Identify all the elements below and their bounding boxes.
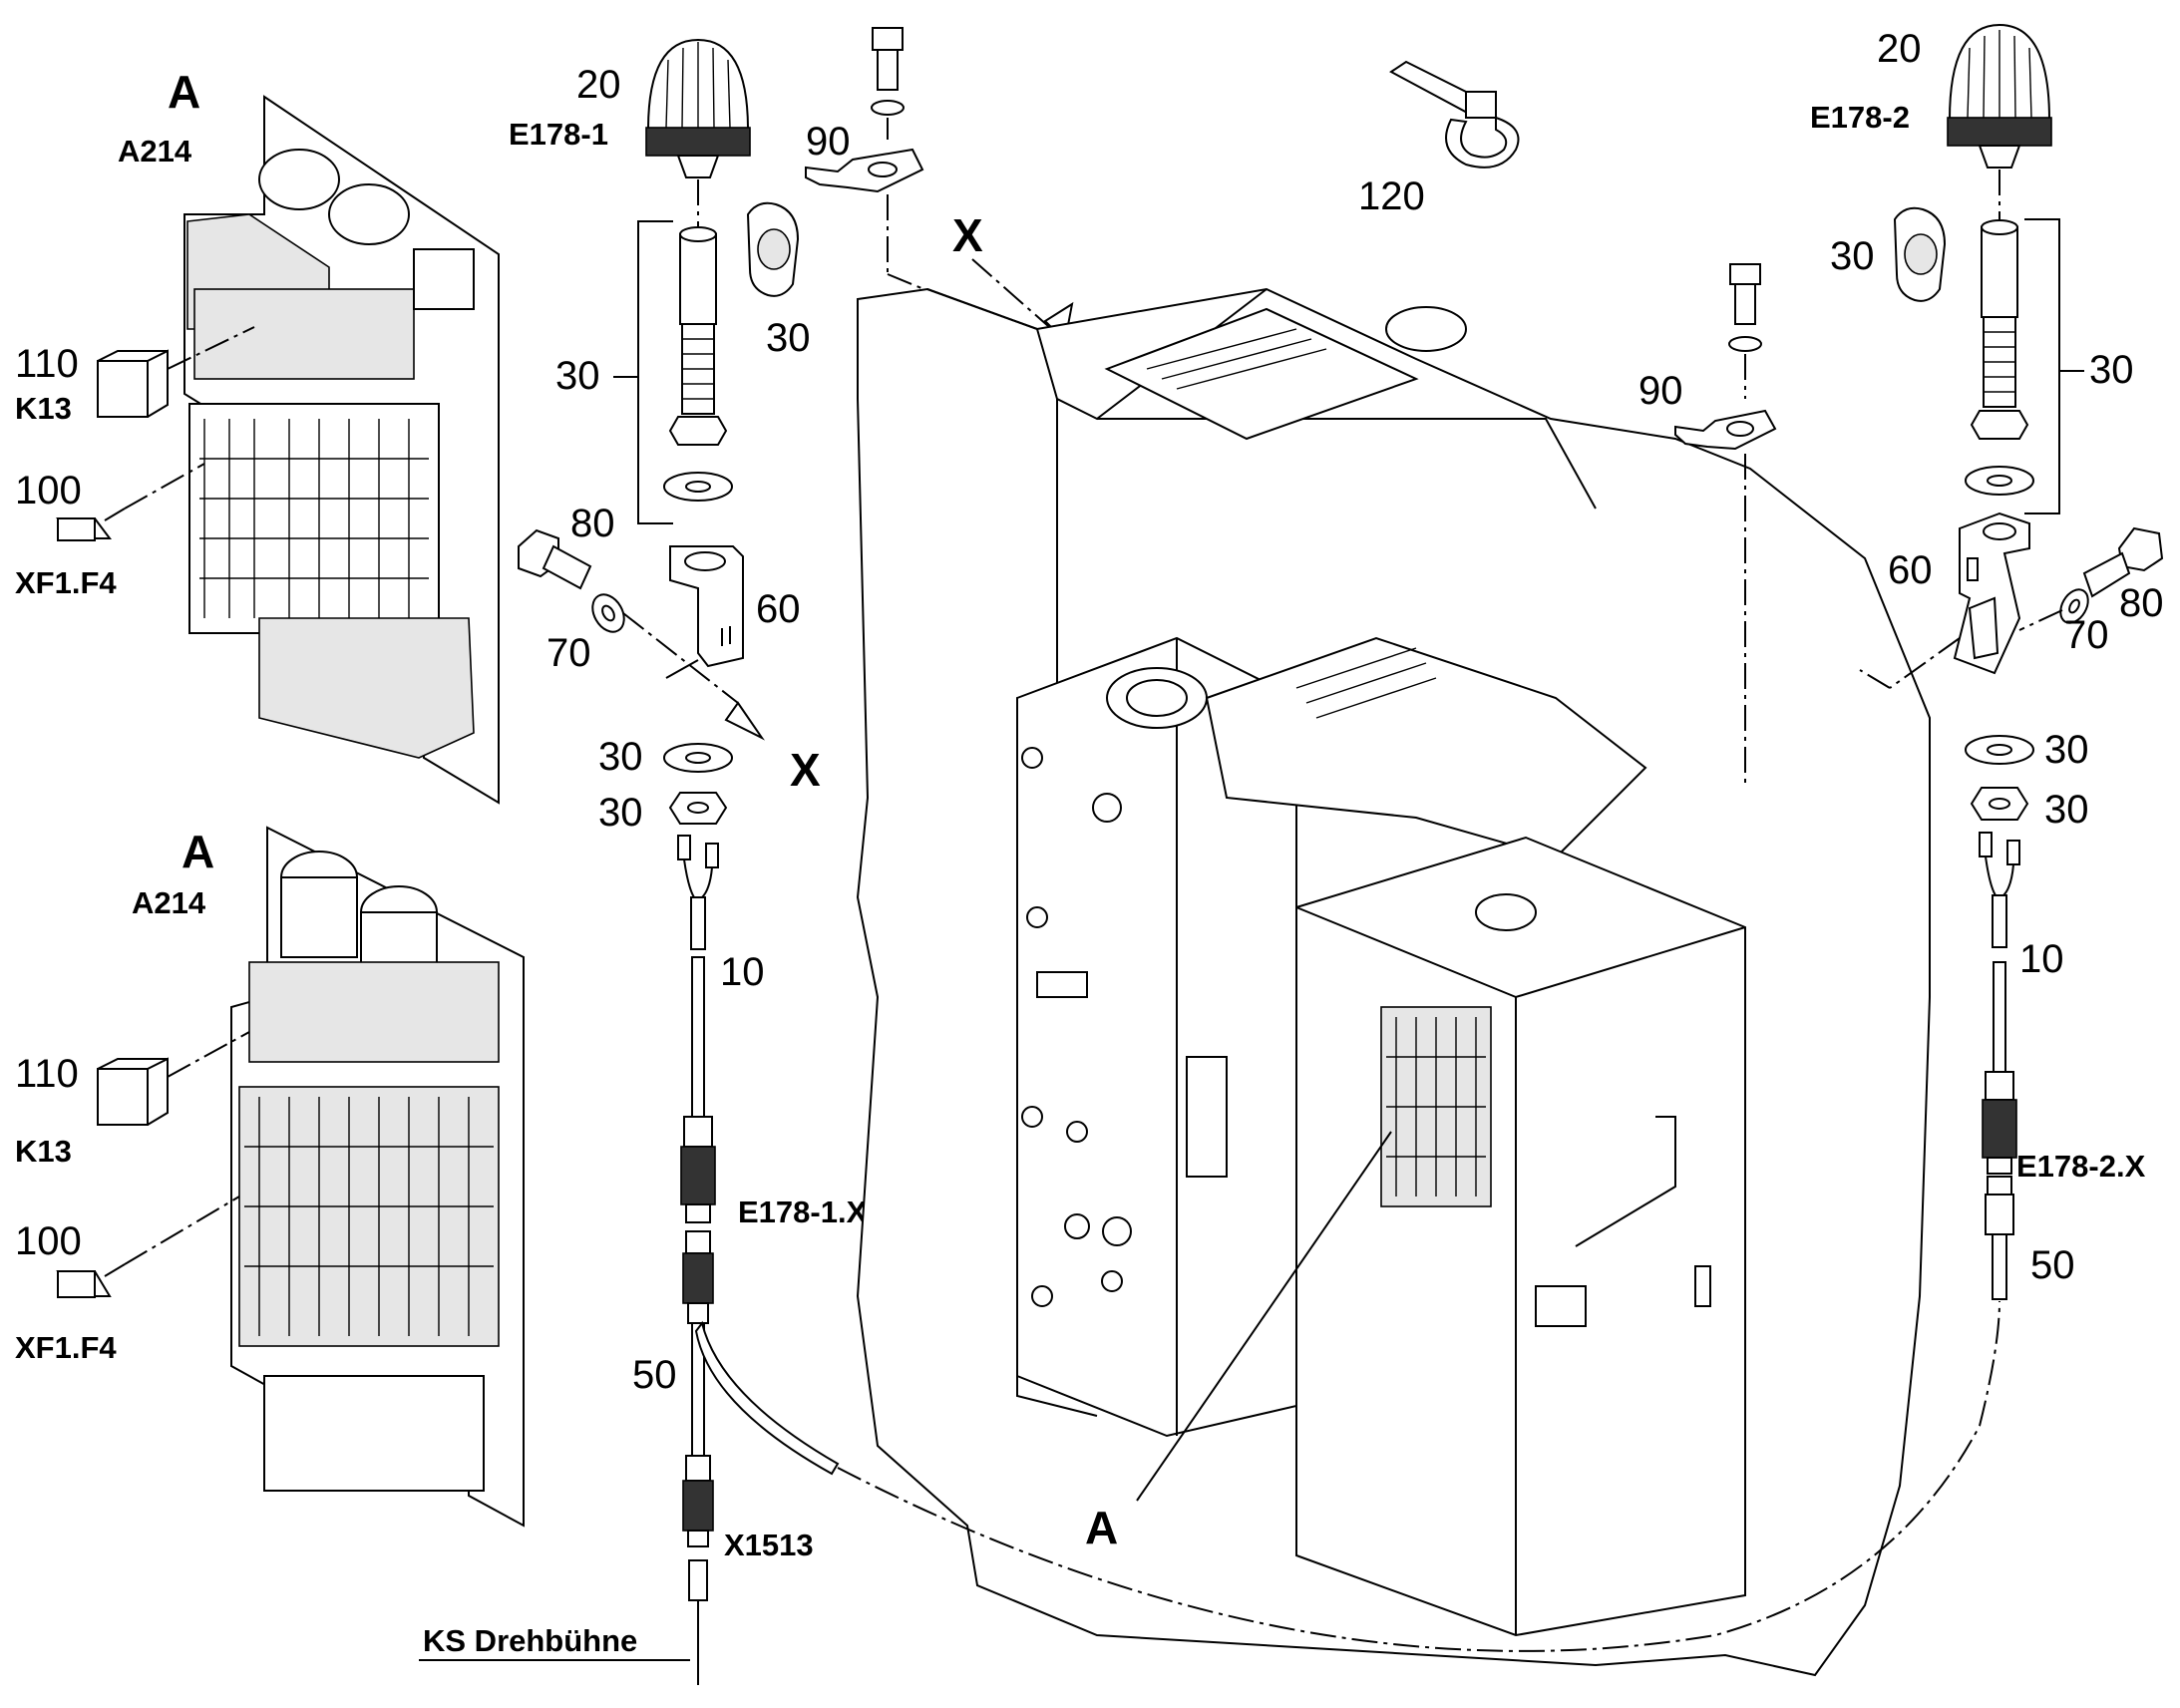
protective-cap-right-icon <box>1893 206 1947 302</box>
label-k13-bottom: K13 <box>15 1134 72 1169</box>
protective-cap-left-icon <box>746 201 800 297</box>
connector-e178-2x-icon <box>1982 1071 2017 1175</box>
label-10-right: 10 <box>2019 937 2064 981</box>
relay-k13-bottom-icon <box>97 1057 169 1126</box>
machine-frame <box>856 287 1931 1677</box>
label-a214-top: A214 <box>118 134 192 169</box>
bolt-80-right-icon <box>2082 526 2164 598</box>
cable-10-left-icon <box>677 835 719 1118</box>
label-x-mid: X <box>790 744 821 796</box>
control-panel-a214-bottom <box>230 826 525 1528</box>
control-panel-a214-top <box>183 95 500 805</box>
label-110-top: 110 <box>15 342 79 386</box>
label-x1513: X1513 <box>724 1528 814 1562</box>
label-10-left: 10 <box>720 950 765 994</box>
label-30-cap-right: 30 <box>1830 234 1875 278</box>
label-xf1-bottom: XF1.F4 <box>15 1330 117 1365</box>
bracket-right-icon <box>1953 512 2030 675</box>
label-30-nut-left: 30 <box>598 791 643 835</box>
label-30-cap-left: 30 <box>766 316 811 360</box>
fuse-xf1-top-icon <box>56 508 126 541</box>
label-a-top: A <box>168 66 200 118</box>
label-30-bracket-right: 30 <box>2089 348 2134 392</box>
label-x-top: X <box>952 209 983 261</box>
mounting-stud-right-icon <box>1965 219 2034 496</box>
bracket-left-icon <box>669 545 744 668</box>
label-120: 120 <box>1358 174 1425 218</box>
clip-90-left-icon <box>805 148 924 193</box>
bolt-80-left-icon <box>518 528 592 590</box>
label-a-bottom: A <box>182 826 214 877</box>
label-30-bracket-left: 30 <box>555 354 600 398</box>
label-a-main: A <box>1085 1502 1118 1553</box>
label-30-nut-right: 30 <box>2044 788 2089 832</box>
label-xf1-top: XF1.F4 <box>15 565 117 600</box>
label-k13-top: K13 <box>15 391 72 426</box>
label-20-left: 20 <box>576 63 621 107</box>
label-80-right: 80 <box>2119 581 2164 625</box>
label-70-left: 70 <box>546 631 591 675</box>
label-ks-drehbuehne: KS Drehbühne <box>423 1623 637 1658</box>
label-30-washer-right: 30 <box>2044 728 2089 772</box>
label-50-left: 50 <box>632 1353 677 1397</box>
cable-tie-120-icon <box>1389 60 1520 169</box>
cable-route-line <box>837 1300 2000 1652</box>
washer-30-right-icon <box>1965 735 2034 765</box>
washer-30-left-icon <box>663 743 733 773</box>
label-80-left: 80 <box>570 502 615 545</box>
label-30-washer-left: 30 <box>598 735 643 779</box>
label-e178-1x: E178-1.X <box>738 1195 868 1229</box>
label-100-top: 100 <box>15 469 82 512</box>
mounting-stud-left-icon <box>663 226 733 502</box>
label-50-right: 50 <box>2030 1243 2075 1287</box>
relay-k13-top-icon <box>97 349 169 418</box>
washer-70-left-icon <box>591 593 625 633</box>
fuse-xf1-bottom-icon <box>56 1263 126 1298</box>
clip-90-right-icon <box>1674 409 1777 451</box>
label-e178-1: E178-1 <box>509 117 608 152</box>
nut-30-right-icon <box>1970 787 2029 821</box>
label-70-right: 70 <box>2064 613 2109 657</box>
bolt-top-center-icon <box>871 27 905 116</box>
label-60-right: 60 <box>1888 548 1933 592</box>
label-e178-2x: E178-2.X <box>2016 1149 2146 1184</box>
label-60-left: 60 <box>756 587 801 631</box>
cable-50-right-icon <box>1985 1176 2014 1300</box>
leader-a-main <box>1136 1131 1392 1502</box>
cable-10-right-icon <box>1979 832 2020 1073</box>
beacon-e178-1-icon <box>645 38 751 178</box>
label-90-left: 90 <box>806 120 851 164</box>
washer-70-right-icon <box>2059 588 2089 624</box>
label-110-bottom: 110 <box>15 1052 79 1096</box>
connector-e178-1x-icon <box>680 1116 716 1223</box>
label-20-right: 20 <box>1877 27 1922 71</box>
label-a214-bottom: A214 <box>132 885 206 920</box>
beacon-e178-2-icon <box>1947 23 2052 169</box>
label-90-right: 90 <box>1638 369 1683 413</box>
label-100-bottom: 100 <box>15 1219 82 1263</box>
bolt-top-right-icon <box>1728 263 1762 352</box>
label-e178-2: E178-2 <box>1810 100 1910 135</box>
nut-30-left-icon <box>668 792 728 825</box>
cable-50-left-icon <box>682 1230 840 1685</box>
